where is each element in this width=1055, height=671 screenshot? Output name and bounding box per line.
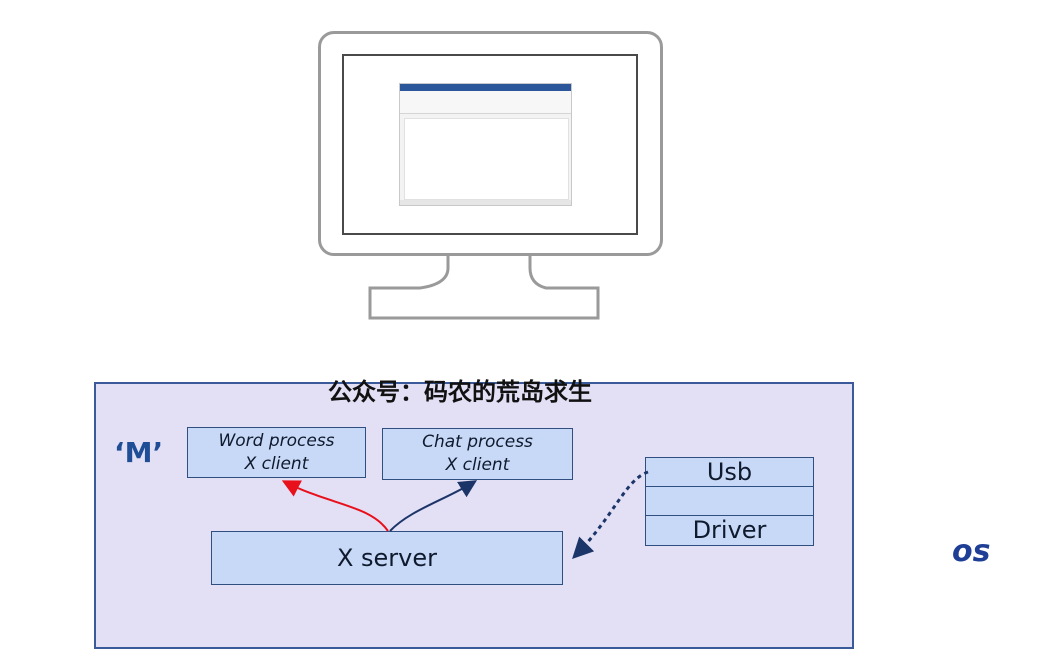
chat-client-label: X client [445,455,510,475]
word-statusbar [400,200,571,205]
x-server-label: X server [336,543,438,572]
word-ribbon [400,91,571,114]
x-server-box: X server [211,531,563,585]
word-window-thumbnail [399,83,572,206]
usb-layer: Usb [645,457,814,487]
word-process-label: Word process [218,430,335,451]
driver-layer: Driver [645,515,814,546]
os-label: os [952,534,991,569]
watermark: 公众号：码农的荒岛求生 [328,378,592,406]
chat-process-label: Chat process [422,432,533,452]
chat-process-client-box: Chat process X client [382,428,573,480]
word-client-label: X client [244,453,309,474]
machine-label: ‘M’ [114,436,164,469]
arrow-xserver-to-word-client [281,480,389,532]
word-titlebar [400,84,571,91]
word-process-client-box: Word process X client [187,427,366,478]
monitor-stand [368,256,600,320]
arrow-driver-to-xserver [572,470,649,560]
word-document-page [404,118,569,200]
driver-label: Driver [692,516,767,544]
arrow-xserver-to-chat-client [389,480,478,532]
usb-label: Usb [706,457,753,486]
